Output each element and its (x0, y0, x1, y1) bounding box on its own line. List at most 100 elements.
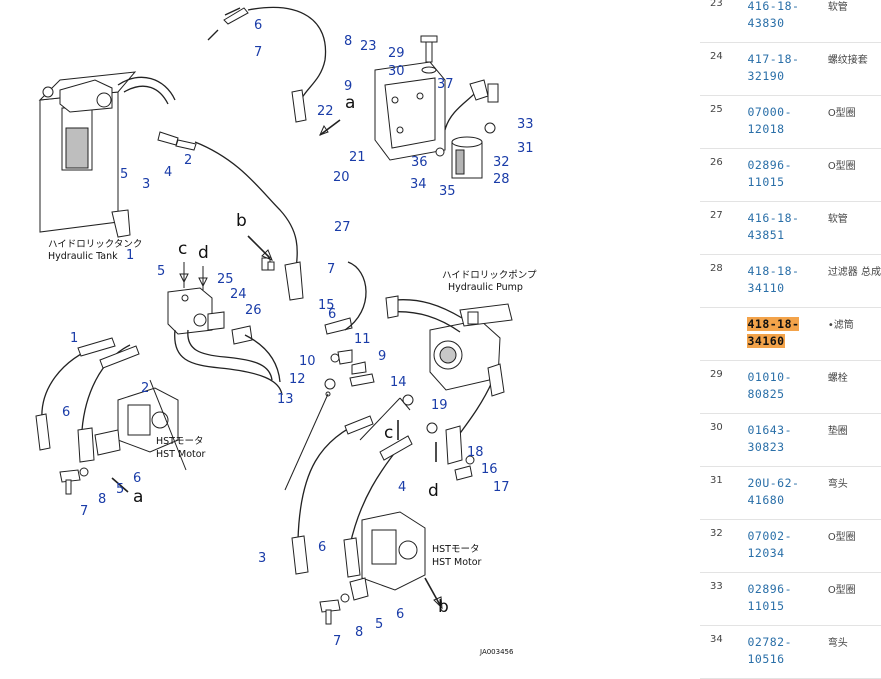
callout-25: 25 (217, 272, 234, 287)
part-name: 垫圈 (827, 413, 881, 467)
table-row[interactable]: 28 418-18-34110 过滤器 总成 (700, 254, 881, 308)
exploded-parts-diagram: ハイドロリックタンク Hydraulic Tank (35, 6, 537, 656)
table-row[interactable]: 25 07000-12018 O型圈 (700, 95, 881, 149)
filter-bracket (374, 35, 446, 161)
callout-9-mid: 9 (378, 349, 386, 364)
hst-motor-left (94, 387, 179, 456)
ref-d-mid: d (428, 481, 439, 501)
figure-code: JA003456 (479, 648, 514, 656)
table-row[interactable]: 23 416-18-43830 软管 (700, 0, 881, 43)
callout-3-bottom: 3 (258, 551, 266, 566)
tank-label-jp: ハイドロリックタンク (48, 239, 142, 250)
callout-19: 19 (431, 398, 448, 413)
row-index: 32 (700, 519, 748, 573)
callout-22: 22 (317, 104, 334, 119)
valve-block (167, 262, 225, 335)
callout-5-bottom: 5 (375, 617, 383, 632)
callout-8-left: 8 (98, 492, 106, 507)
callout-5-left: 5 (116, 482, 124, 497)
hydraulic-tank (38, 71, 176, 238)
callout-23: 23 (360, 39, 377, 54)
part-name: O型圈 (827, 95, 881, 149)
part-number-link[interactable]: 416-18-43830 (747, 0, 828, 43)
callout-29: 29 (388, 46, 405, 61)
hst-left-label-en: HST Motor (156, 449, 206, 460)
row-index: 23 (700, 0, 748, 43)
part-name: O型圈 (827, 572, 881, 626)
callout-8-bottom: 8 (355, 625, 363, 640)
table-row[interactable]: 24 417-18-32190 螺纹接套 (700, 42, 881, 96)
table-row[interactable]: 26 02896-11015 O型圈 (700, 148, 881, 202)
middle-fittings (261, 257, 375, 397)
tank-label-en: Hydraulic Tank (48, 251, 118, 262)
part-number-link-highlighted[interactable]: 418-18-34160 (747, 307, 828, 361)
part-number-link[interactable]: 417-18-32190 (747, 42, 828, 96)
callout-13: 13 (277, 392, 294, 407)
table-row[interactable]: 33 02896-11015 O型圈 (700, 572, 881, 626)
callout-18: 18 (467, 445, 484, 460)
callout-6-left2: 6 (133, 471, 141, 486)
table-row-highlighted[interactable]: 418-18-34160 •滤筒 (700, 307, 881, 361)
table-row[interactable]: 30 01643-30823 垫圈 (700, 413, 881, 467)
part-name: •滤筒 (827, 307, 881, 361)
callout-37: 37 (437, 77, 454, 92)
table-row[interactable]: 34 02782-10516 弯头 (700, 625, 881, 679)
part-number-link[interactable]: 01010-80825 (747, 360, 828, 414)
part-number-link[interactable]: 20U-62-41680 (747, 466, 828, 520)
part-number-link[interactable]: 07000-12018 (747, 95, 828, 149)
row-index: 34 (700, 625, 748, 679)
callout-10: 10 (299, 354, 316, 369)
callout-7-left: 7 (80, 504, 88, 519)
part-number-link[interactable]: 418-18-34110 (747, 254, 828, 308)
part-name: O型圈 (827, 148, 881, 202)
callout-30: 30 (388, 64, 405, 79)
table-row[interactable]: 31 20U-62-41680 弯头 (700, 466, 881, 520)
hst-bottom-label-jp: HSTモータ (432, 544, 479, 555)
row-index: 33 (700, 572, 748, 626)
table-row[interactable]: 29 01010-80825 螺栓 (700, 360, 881, 414)
hydraulic-pump (385, 295, 513, 391)
callout-17: 17 (493, 480, 510, 495)
callout-12: 12 (289, 372, 306, 387)
part-number-link[interactable]: 02782-10516 (747, 625, 828, 679)
part-number-link[interactable]: 02896-11015 (747, 148, 828, 202)
callout-4-top: 4 (164, 165, 172, 180)
loop-pipe (174, 329, 283, 396)
ref-c-top: c (178, 239, 187, 259)
part-number-link[interactable]: 07002-12034 (747, 519, 828, 573)
part-name: 软管 (827, 201, 881, 255)
part-name: 弯头 (827, 625, 881, 679)
callout-4-bottom: 4 (398, 480, 406, 495)
callout-24: 24 (230, 287, 247, 302)
row-index: 31 (700, 466, 748, 520)
callout-3-top: 3 (142, 177, 150, 192)
callout-14: 14 (390, 375, 407, 390)
callout-31: 31 (517, 141, 534, 156)
row-index: 27 (700, 201, 748, 255)
row-index: 26 (700, 148, 748, 202)
callout-9-top: 9 (344, 79, 352, 94)
top-hose-group (207, 6, 327, 123)
part-name: O型圈 (827, 519, 881, 573)
callout-6-top: 6 (254, 18, 262, 33)
callout-27: 27 (334, 220, 351, 235)
part-name: 螺栓 (827, 360, 881, 414)
part-number-link[interactable]: 02896-11015 (747, 572, 828, 626)
ref-a-top: a (345, 93, 355, 113)
callout-16: 16 (481, 462, 498, 477)
callout-1-top: 1 (126, 248, 134, 263)
callout-6-bottom2: 6 (396, 607, 404, 622)
callout-35: 35 (439, 184, 456, 199)
part-number-link[interactable]: 01643-30823 (747, 413, 828, 467)
row-index: 30 (700, 413, 748, 467)
callout-7-top: 7 (254, 45, 262, 60)
hst-motor-bottom (319, 511, 426, 625)
table-row[interactable]: 32 07002-12034 O型圈 (700, 519, 881, 573)
part-name: 软管 (827, 0, 881, 43)
callout-11: 11 (354, 332, 371, 347)
hst-left-label-jp: HSTモータ (156, 436, 203, 447)
row-index: 25 (700, 95, 748, 149)
part-number-link[interactable]: 416-18-43851 (747, 201, 828, 255)
table-row[interactable]: 27 416-18-43851 软管 (700, 201, 881, 255)
callout-32: 32 (493, 155, 510, 170)
